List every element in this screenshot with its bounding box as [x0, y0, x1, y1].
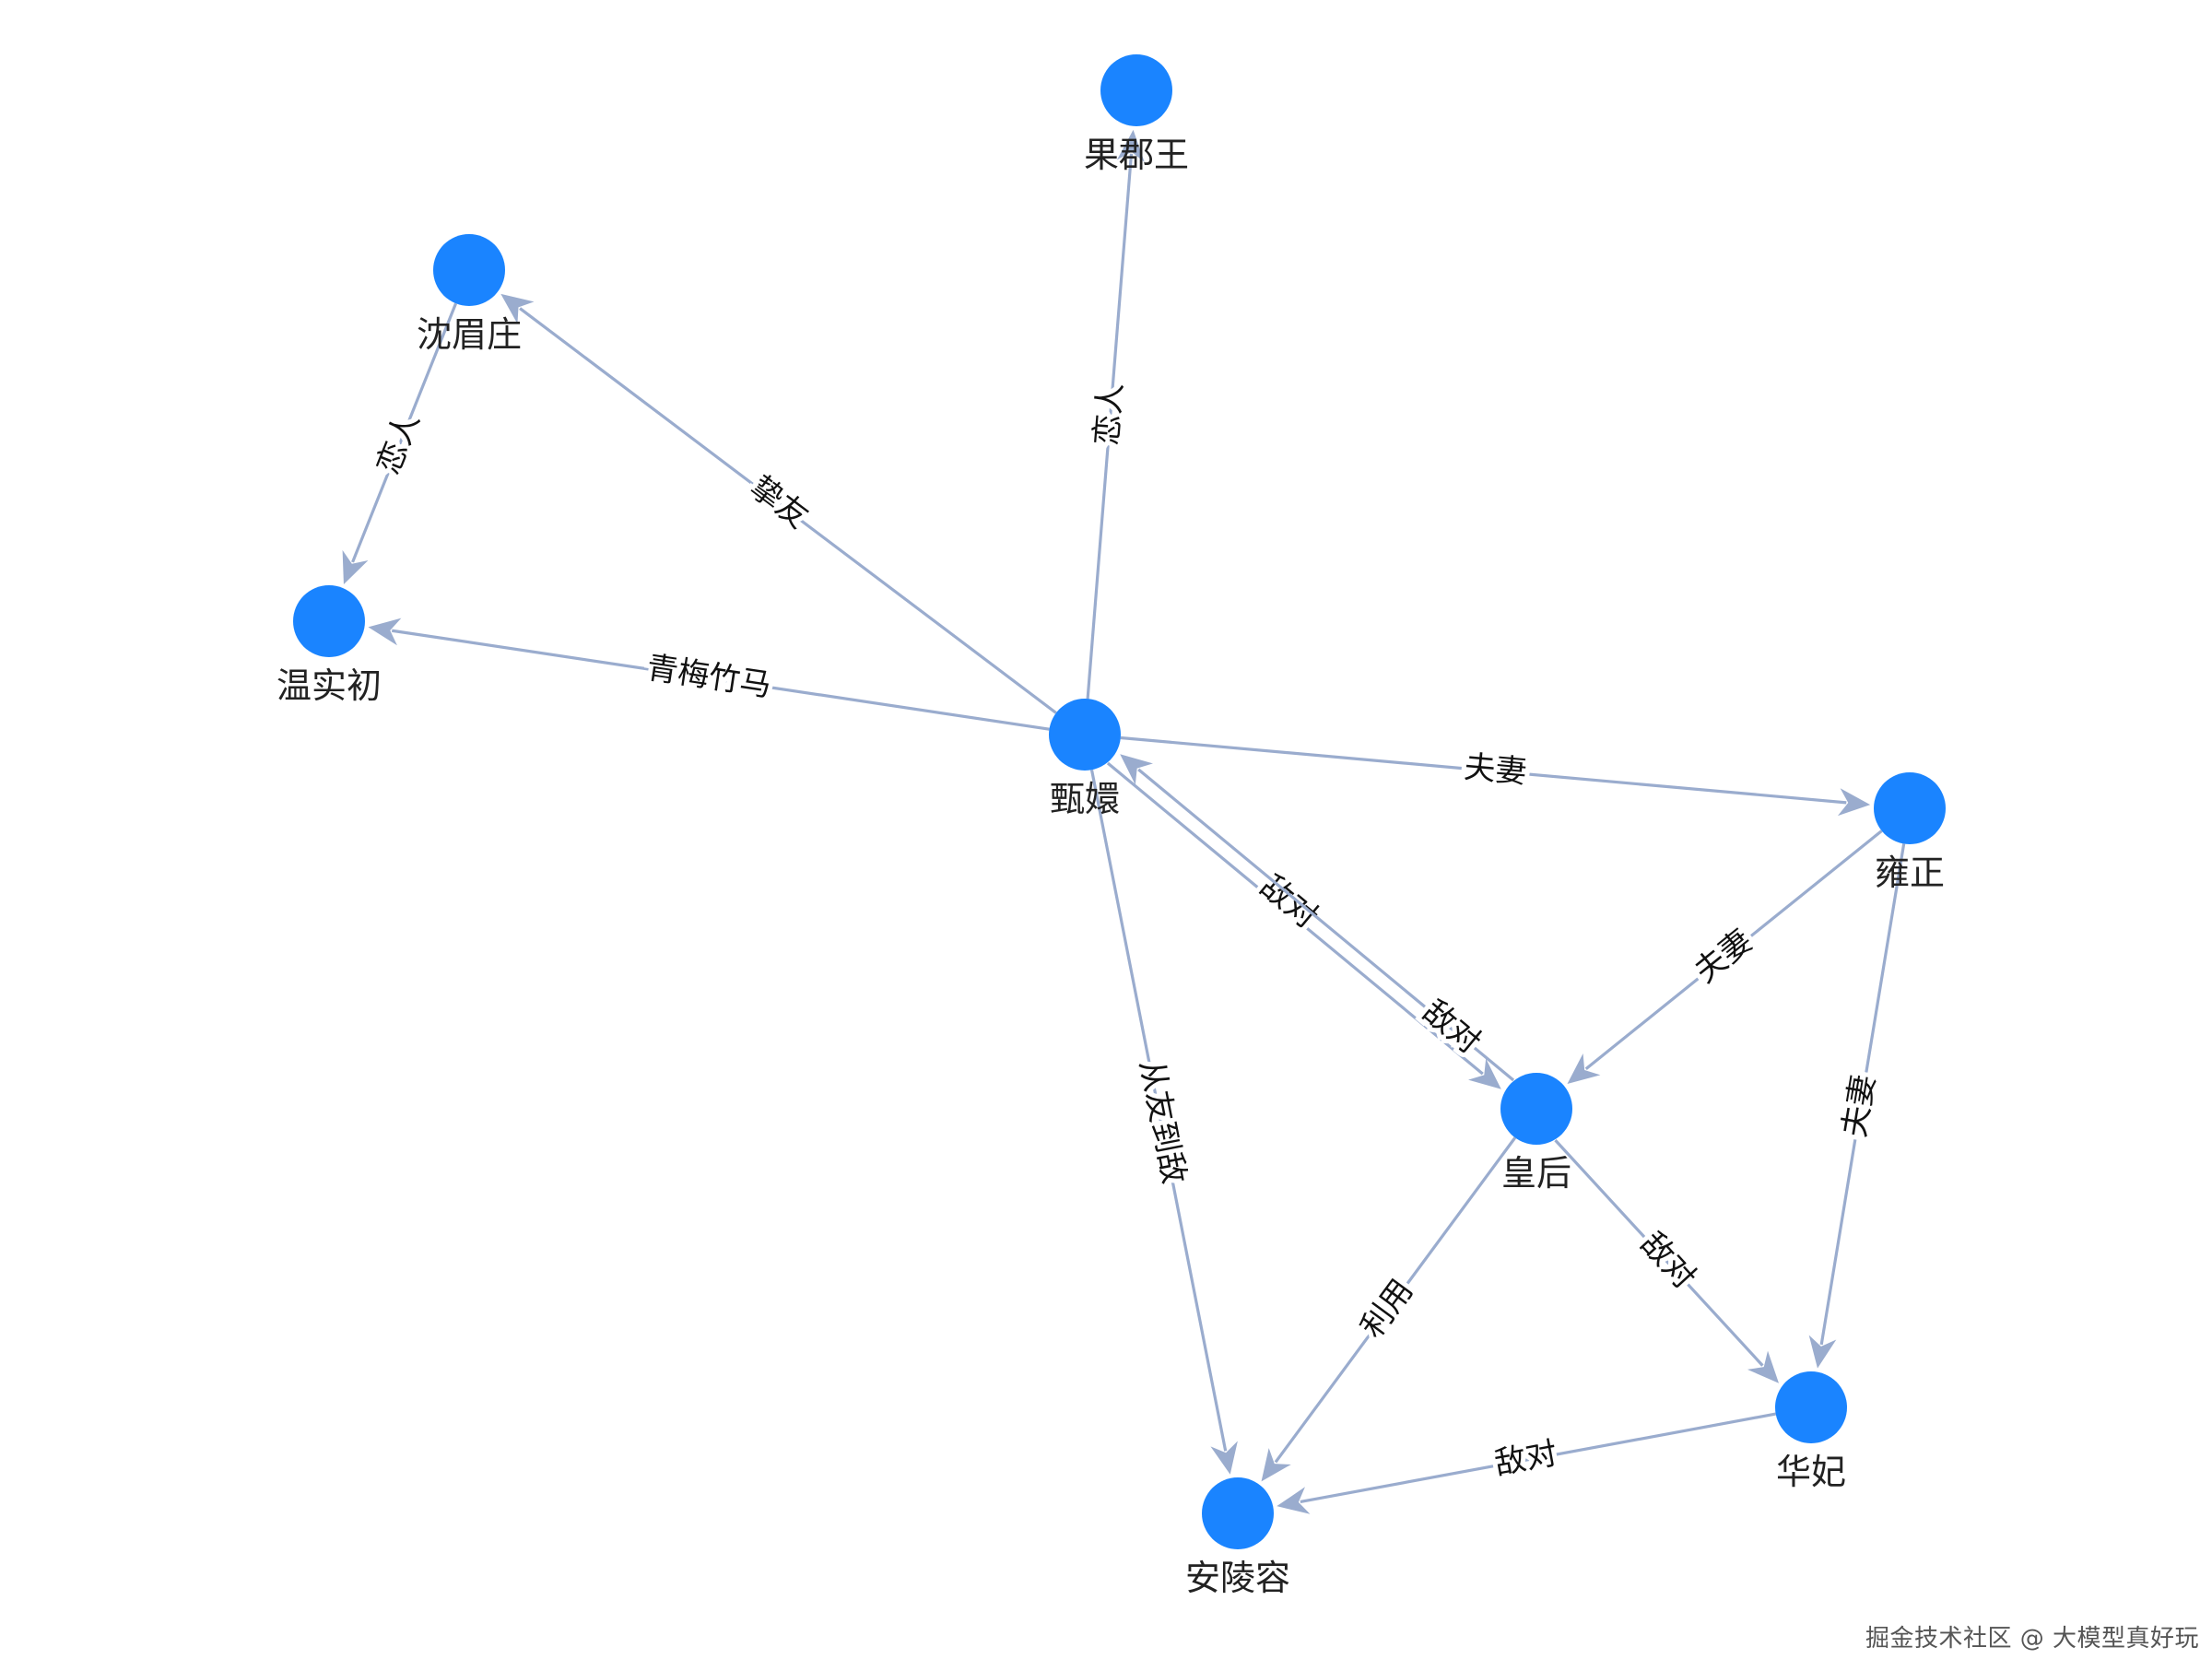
edge-label: 敌对 — [1253, 867, 1325, 935]
edge-label: 恋人 — [370, 407, 427, 479]
node-label: 皇后 — [1501, 1153, 1571, 1194]
edge-label: 从友到敌 — [1132, 1057, 1192, 1187]
node-label: 沈眉庄 — [417, 314, 522, 355]
node-yongzheng[interactable]: 雍正 — [1874, 772, 1946, 893]
edge-line — [351, 302, 458, 563]
arrowhead — [1116, 129, 1145, 162]
edge-line — [1554, 1139, 1764, 1367]
edge-label: 夫妻 — [1836, 1072, 1883, 1140]
edge-line — [519, 307, 1057, 714]
arrowhead — [1468, 1058, 1501, 1089]
node-circle[interactable] — [1049, 699, 1121, 771]
node-anlingrong[interactable]: 安陵容 — [1185, 1477, 1290, 1598]
arrowhead — [342, 549, 369, 585]
watermark: 掘金技术社区 @ 大模型真好玩 — [1865, 1625, 2199, 1653]
node-guojunwang[interactable]: 果郡王 — [1084, 54, 1189, 175]
edge-label-halo: 恋人 — [1088, 382, 1130, 447]
arrowhead — [1261, 1448, 1291, 1482]
edge-label: 青梅竹马 — [644, 649, 773, 704]
node-label: 温实初 — [276, 665, 382, 706]
node-circle[interactable] — [1500, 1073, 1572, 1145]
node-label: 果郡王 — [1084, 135, 1189, 175]
node-circle[interactable] — [433, 234, 505, 306]
arrowhead — [1277, 1487, 1311, 1514]
node-circle[interactable] — [1874, 772, 1946, 844]
edge-line — [1106, 761, 1484, 1076]
edge-line — [1120, 735, 1847, 805]
node-label: 华妃 — [1776, 1452, 1846, 1492]
node-shenmeizhuang[interactable]: 沈眉庄 — [417, 234, 522, 355]
edge-label: 利用 — [1354, 1273, 1421, 1345]
arrowhead — [1567, 1053, 1601, 1085]
node-label: 雍正 — [1875, 853, 1945, 893]
node-huanghou[interactable]: 皇后 — [1500, 1073, 1572, 1194]
edge-label: 敌对 — [1492, 1435, 1560, 1483]
arrowhead — [1120, 754, 1153, 785]
edge-line — [391, 629, 1050, 731]
edge-label: 夫妻 — [1463, 748, 1528, 791]
node-circle[interactable] — [1775, 1371, 1847, 1443]
arrowhead — [1747, 1350, 1780, 1383]
edge-line — [1584, 830, 1883, 1070]
edge-line — [1819, 843, 1906, 1346]
edge-label: 恋人 — [1088, 382, 1130, 447]
edge-line — [1089, 769, 1228, 1452]
arrowhead — [1808, 1335, 1837, 1369]
arrowhead — [368, 618, 402, 646]
node-zhenhuan[interactable]: 甄嬛 — [1049, 699, 1121, 819]
node-circle[interactable] — [1100, 54, 1172, 126]
edges-layer: 恋人恋人挚友挚友恋人恋人青梅竹马青梅竹马夫妻夫妻敌对敌对敌对敌对夫妻夫妻夫妻夫妻… — [342, 129, 1906, 1514]
edge-line — [1086, 153, 1134, 700]
node-label: 安陵容 — [1185, 1558, 1290, 1598]
node-label: 甄嬛 — [1050, 779, 1120, 819]
arrowhead — [1837, 788, 1871, 817]
arrowhead — [500, 293, 535, 324]
node-huafei[interactable]: 华妃 — [1775, 1371, 1847, 1492]
node-wenshichu[interactable]: 温实初 — [276, 585, 382, 706]
edge-label: 挚友 — [743, 469, 815, 536]
arrowhead — [1210, 1441, 1238, 1475]
node-circle[interactable] — [1202, 1477, 1274, 1549]
edge-line — [1300, 1412, 1776, 1504]
edge-line — [1137, 768, 1515, 1082]
edge-line — [1274, 1136, 1517, 1464]
node-circle[interactable] — [293, 585, 365, 657]
